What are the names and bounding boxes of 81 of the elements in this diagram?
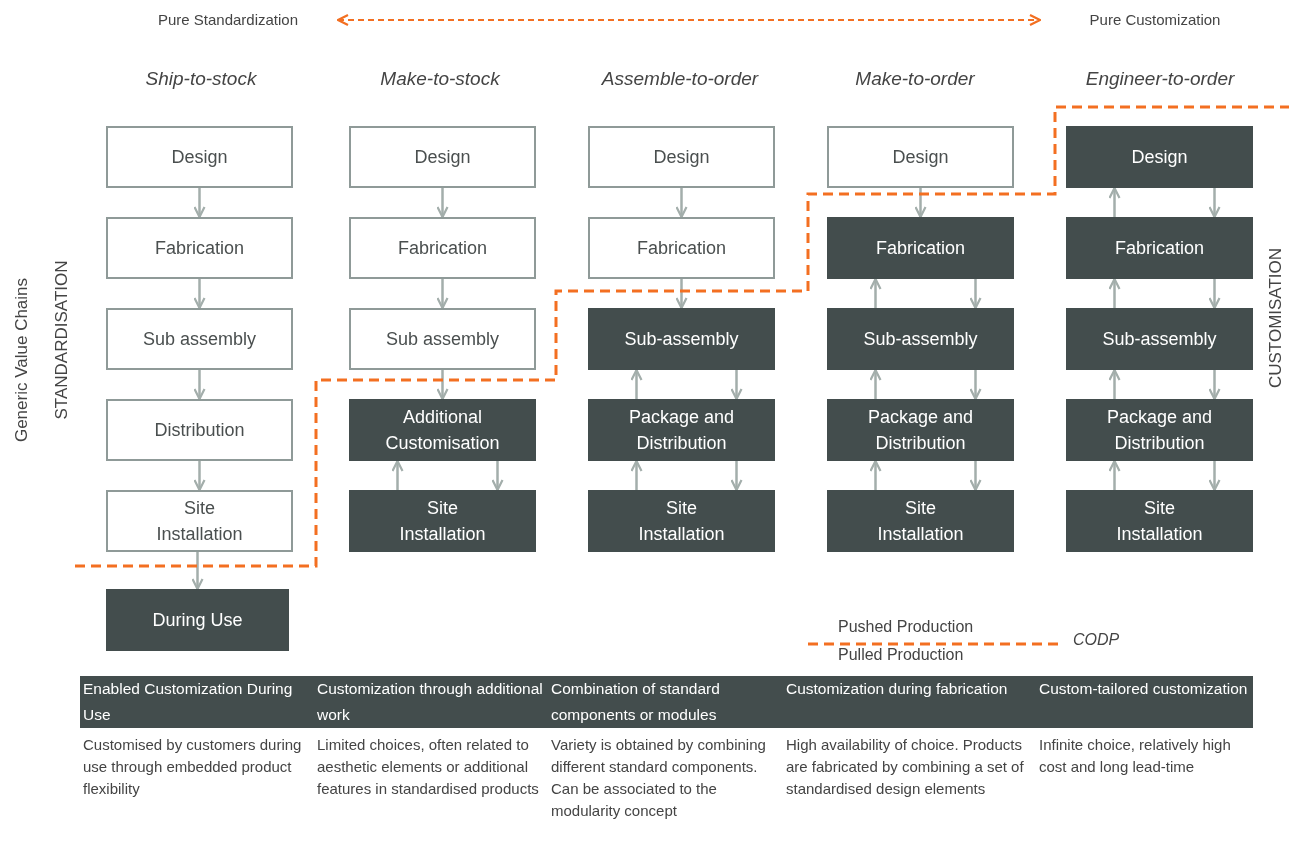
description-text: Variety is obtained by combining different standard components. Can be associated to the modularity concept [550,735,767,821]
arrow [730,461,743,492]
arrow [193,461,206,492]
column-heading: Make-to-stock [379,68,501,90]
column-header: Customization during fabrication [783,676,1036,728]
process-step-box: Fabrication [827,217,1014,279]
arrow [1208,279,1221,310]
arrow [193,188,206,219]
legend-text: Pulled Production [838,646,964,664]
arrow [675,279,688,310]
process-step-box: During Use [106,589,289,651]
process-step-box: Sub assembly [349,308,536,370]
process-step-box: Site Installation [588,490,775,552]
column-heading: Ship-to-stock [144,68,258,90]
arrow [336,13,1042,27]
arrow [436,188,449,219]
arrow [969,370,982,401]
process-step-box: Additional Customisation [349,399,536,461]
arrow [1208,461,1221,492]
process-step-box: Distribution [106,399,293,461]
arrow [491,461,504,492]
arrow [1108,186,1121,217]
arrow [391,459,404,490]
process-step-box: Sub assembly [106,308,293,370]
axis-label: CUSTOMISATION [1265,246,1286,391]
arrow [869,277,882,308]
description-text: Infinite choice, relatively high cost and long lead-time [1038,735,1232,777]
scale-end-label: Pure Standardization [118,6,338,34]
arrow [1108,277,1121,308]
column-header: Combination of standard components or modules [548,676,783,728]
process-step-box: Fabrication [1066,217,1253,279]
process-step-box: Design [1066,126,1253,188]
arrow [193,370,206,401]
process-step-box: Site Installation [827,490,1014,552]
process-step-box: Sub-assembly [827,308,1014,370]
arrow [1108,459,1121,490]
arrow [193,279,206,310]
scale-end-label: Pure Customization [1040,6,1270,34]
process-step-box: Site Installation [1066,490,1253,552]
process-step-box: Sub-assembly [1066,308,1253,370]
description-text: Customised by customers during use through embedded product flexibility [82,735,303,799]
process-step-box: Design [106,126,293,188]
legend-text: Pushed Production [838,618,974,636]
process-step-box: Design [827,126,1014,188]
column-heading: Make-to-order [854,68,976,90]
process-step-box: Package and Distribution [588,399,775,461]
column-header: Enabled Customization During Use [80,676,314,728]
process-step-box: Fabrication [588,217,775,279]
process-step-box: Package and Distribution [1066,399,1253,461]
arrow [1208,370,1221,401]
arrow [730,370,743,401]
arrow [869,368,882,399]
column-header: Custom-tailored customization [1036,676,1253,728]
process-step-box: Site Installation [106,490,293,552]
arrow [675,188,688,219]
process-step-box: Design [349,126,536,188]
column-heading: Engineer-to-order [1084,68,1236,90]
arrow [869,459,882,490]
arrow [1208,188,1221,219]
process-step-box: Fabrication [349,217,536,279]
arrow [969,279,982,310]
axis-label: STANDARDISATION [51,259,72,422]
process-step-box: Package and Distribution [827,399,1014,461]
axis-label: Generic Value Chains [11,276,32,445]
arrow [630,459,643,490]
arrow [436,279,449,310]
arrow [969,461,982,492]
arrow [630,368,643,399]
legend-text: CODP [1073,631,1120,649]
arrow [914,188,927,219]
process-step-box: Fabrication [106,217,293,279]
description-text: Limited choices, often related to aesthetic elements or additional features in standardised products [316,735,540,799]
column-heading: Assemble-to-order [600,68,760,90]
arrow [191,552,204,591]
column-header: Customization through additional work [314,676,548,728]
arrow [436,370,449,401]
description-text: High availability of choice. Products are fabricated by combining a set of standardised design elements [785,735,1025,799]
process-step-box: Site Installation [349,490,536,552]
process-step-box: Sub-assembly [588,308,775,370]
arrow [1108,368,1121,399]
process-step-box: Design [588,126,775,188]
